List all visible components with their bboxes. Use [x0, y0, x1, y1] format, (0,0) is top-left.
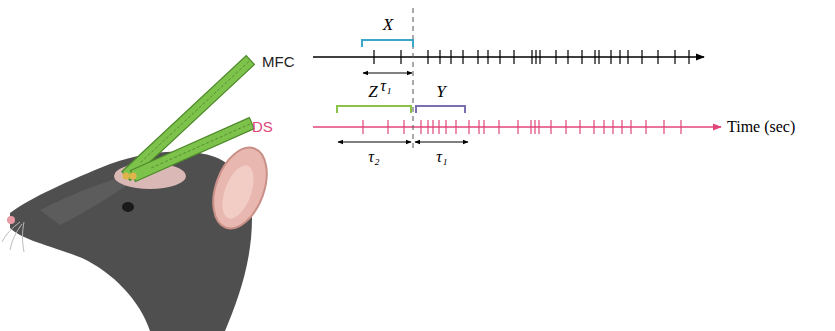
spike-tick [565, 120, 566, 134]
duration-arrow [338, 142, 411, 143]
spike-tick [478, 120, 479, 134]
duration-label: τ₁ [380, 77, 391, 95]
spike-tick [593, 120, 594, 134]
duration-label: τ₁ [436, 148, 447, 166]
variable-label: Y [436, 83, 445, 102]
mfc-timeline [313, 56, 704, 57]
ds-timeline [313, 126, 721, 127]
spike-tick [387, 120, 388, 134]
spike-trains [363, 50, 689, 134]
spike-tick [420, 120, 421, 134]
spike-tick [663, 120, 664, 134]
eye [122, 202, 134, 212]
variable-label: Z [368, 83, 377, 102]
spike-tick [439, 50, 440, 64]
spike-tick [477, 50, 478, 64]
spike-tick [438, 120, 439, 134]
spike-tick [432, 120, 433, 134]
ear [203, 140, 277, 235]
spike-tick [530, 120, 531, 134]
spike-tick [534, 120, 535, 134]
spike-tick [462, 50, 463, 64]
duration-arrow [415, 142, 468, 143]
spike-tick [688, 50, 689, 64]
spike-tick [403, 120, 404, 134]
spike-tick [610, 50, 611, 64]
spike-tick [598, 50, 599, 64]
spike-tick [680, 120, 681, 134]
variable-label: X [383, 16, 393, 35]
spike-tick [468, 120, 469, 134]
spike-tick [373, 50, 374, 64]
whiskers [2, 222, 24, 252]
spike-tick [603, 120, 604, 134]
spike-tick [674, 50, 675, 64]
spike-tick [612, 120, 613, 134]
spike-tick [531, 50, 532, 64]
spike-tick [619, 50, 620, 64]
spike-tick [487, 50, 488, 64]
spike-tick [550, 120, 551, 134]
spike-tick [362, 120, 363, 134]
spike-tick [555, 50, 556, 64]
spike-tick [567, 50, 568, 64]
spike-tick [539, 50, 540, 64]
spike-tick [445, 120, 446, 134]
spike-tick [657, 50, 658, 64]
spike-tick [517, 120, 518, 134]
spike-tick [499, 50, 500, 64]
spike-tick [427, 120, 428, 134]
reference-line [413, 8, 414, 150]
nose [7, 216, 15, 224]
spike-tick [641, 50, 642, 64]
spike-tick [483, 120, 484, 134]
spike-tick [621, 120, 622, 134]
spike-tick [535, 50, 536, 64]
axis-label: Time (sec) [727, 118, 795, 136]
spike-tick [455, 120, 456, 134]
spike-tick [450, 50, 451, 64]
spike-tick [579, 120, 580, 134]
window-bracket [416, 106, 465, 113]
spike-tick [400, 50, 401, 64]
duration-arrow [363, 73, 412, 74]
optic-probes [122, 56, 255, 182]
window-bracket [362, 40, 413, 47]
spike-tick [630, 120, 631, 134]
spike-tick [538, 120, 539, 134]
duration-label: τ₂ [368, 148, 379, 166]
spike-tick [645, 120, 646, 134]
spike-tick [427, 50, 428, 64]
spike-tick [627, 50, 628, 64]
region-label: DS [252, 119, 273, 136]
window-bracket [337, 106, 411, 113]
spike-tick [594, 50, 595, 64]
spike-tick [581, 50, 582, 64]
spike-tick [513, 50, 514, 64]
spike-tick [498, 120, 499, 134]
region-label: MFC [262, 54, 295, 71]
